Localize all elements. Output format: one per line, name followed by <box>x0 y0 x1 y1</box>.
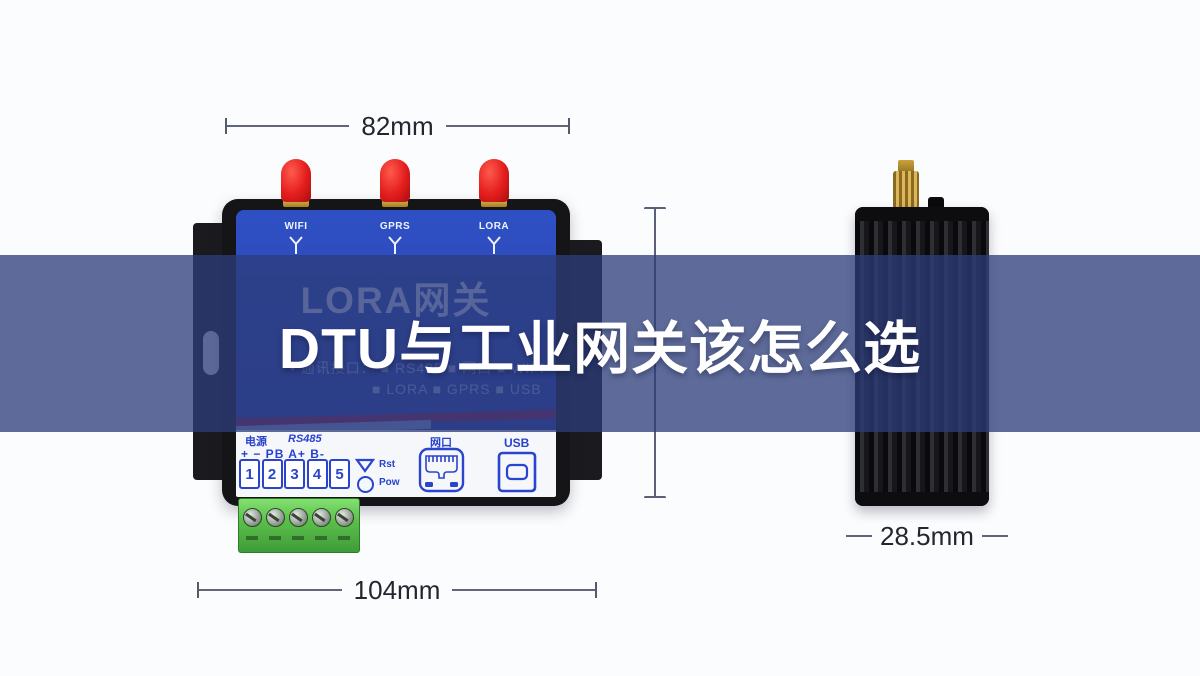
power-label: 电源 <box>245 436 267 448</box>
sma-connector-tip <box>898 160 914 173</box>
pow-label: Pow <box>379 477 400 488</box>
antenna-base-wifi <box>283 198 309 207</box>
antenna-icon <box>486 235 502 255</box>
dimension-top: 82mm <box>225 112 570 140</box>
dimension-line <box>445 125 568 127</box>
dimension-label-28-5mm: 28.5mm <box>880 521 974 551</box>
terminal-number-row: 1 2 3 4 5 <box>239 459 352 489</box>
terminal-screw <box>243 508 262 527</box>
antenna-cap-lora <box>479 159 509 202</box>
terminal-screw <box>289 508 308 527</box>
dimension-dtu-width: 28.5mm <box>846 521 1008 551</box>
antenna-port-label-wifi: WIFI <box>284 221 308 232</box>
dimension-tick <box>595 582 598 598</box>
dimension-line <box>199 589 342 591</box>
terminal-screw <box>312 508 331 527</box>
ethernet-label: 网口 <box>430 437 452 449</box>
antenna-base-gprs <box>382 198 408 207</box>
dtu-end-cap-bottom <box>855 492 989 506</box>
dimension-tick <box>568 118 570 134</box>
dimension-bottom: 104mm <box>197 576 598 604</box>
terminal-mark <box>246 536 258 540</box>
antenna-base-lora <box>481 198 507 207</box>
dimension-line <box>846 535 872 537</box>
terminal-2: 2 <box>261 459 283 489</box>
terminal-5: 5 <box>329 459 350 489</box>
usb-port-icon <box>497 451 537 493</box>
terminal-4: 4 <box>306 459 328 489</box>
dimension-label-82mm: 82mm <box>349 113 446 139</box>
pin-labels: + − PB A+ B- <box>241 447 325 461</box>
dimension-cap-top <box>644 207 666 209</box>
terminal-1: 1 <box>239 459 260 489</box>
terminal-mark <box>269 536 281 540</box>
dimension-label-104mm: 104mm <box>341 577 453 603</box>
headline-banner: DTU与工业网关该怎么选 <box>0 255 1200 432</box>
sma-connector <box>893 171 919 209</box>
antenna-icon <box>387 235 403 255</box>
terminal-3: 3 <box>284 459 305 489</box>
ethernet-port-icon <box>418 447 465 493</box>
headline-title: DTU与工业网关该怎么选 <box>278 316 922 381</box>
terminal-mark <box>315 536 327 540</box>
terminal-mark <box>338 536 350 540</box>
antenna-port-label-lora: LORA <box>478 221 510 232</box>
dimension-line <box>452 589 596 591</box>
usb-label: USB <box>504 436 530 450</box>
antenna-cap-gprs <box>380 159 410 202</box>
dimension-line <box>981 535 1008 537</box>
dtu-top-nub <box>928 197 944 209</box>
dimension-tick <box>197 582 199 598</box>
terminal-screw <box>266 508 285 527</box>
antenna-icon <box>288 235 304 255</box>
antenna-port-label-gprs: GPRS <box>379 221 411 232</box>
dimension-tick <box>225 118 227 134</box>
dimension-cap-bottom <box>644 496 666 498</box>
reset-triangle-icon <box>355 458 375 473</box>
dtu-end-cap-top <box>855 207 989 221</box>
dimension-line <box>227 125 350 127</box>
rst-label: Rst <box>379 459 396 470</box>
terminal-mark <box>292 536 304 540</box>
power-led-icon <box>357 476 374 493</box>
antenna-cap-wifi <box>281 159 311 202</box>
terminal-screw <box>335 508 354 527</box>
rs485-label: RS485 <box>288 433 322 445</box>
